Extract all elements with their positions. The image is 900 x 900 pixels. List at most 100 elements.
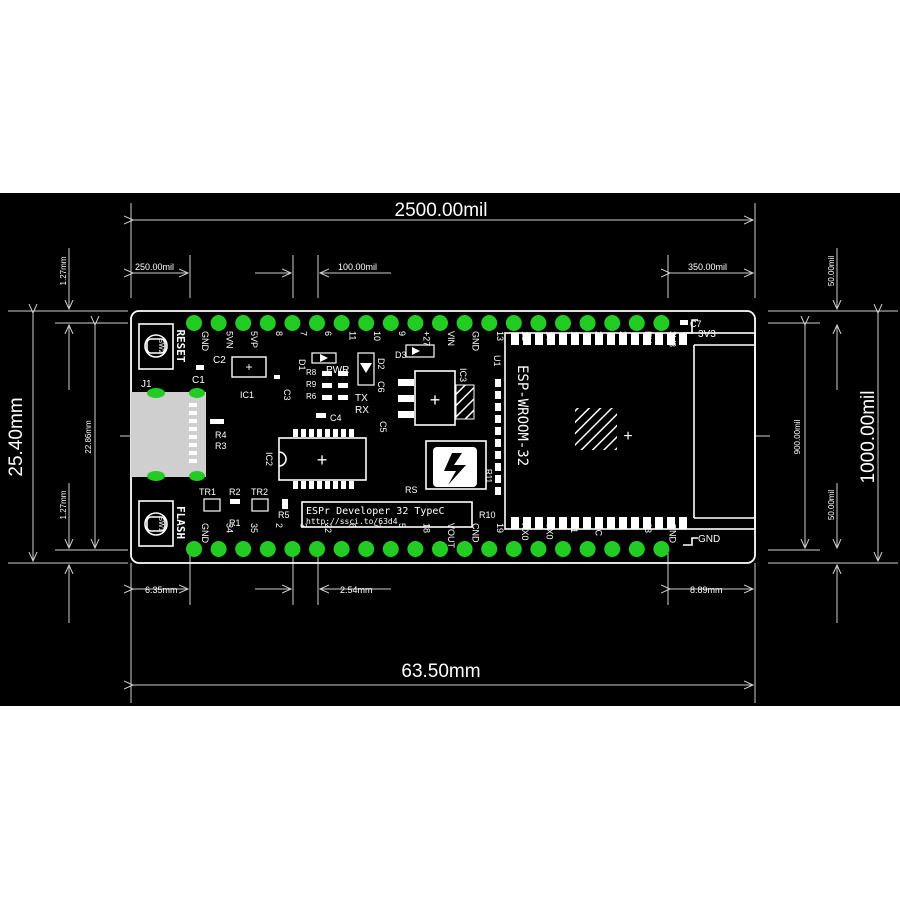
bottom-pin-label: 19 (495, 523, 505, 533)
left-components: C1 C2 + IC1 C3 D1 R8 R9 R6 PWR C4 TX RX … (192, 344, 435, 528)
r4-label: R4 (215, 430, 227, 440)
bottom-pin-label: 23 (643, 523, 653, 533)
width-mm-label: 63.50mm (401, 661, 480, 682)
top-pin-pad (555, 315, 571, 331)
row-spacing-mm-label: 22.86mm (84, 420, 93, 454)
bottom-pin-pad (358, 541, 375, 557)
pitch-mm-label: 2.54mm (340, 585, 373, 595)
left-margin-mil-label: 250.00mil (135, 262, 174, 272)
top-pin-label: 9 (397, 331, 407, 336)
top-pin-pad (333, 315, 350, 331)
bottom-pin-pad (284, 541, 301, 557)
top-pin-pad (235, 315, 252, 331)
top-pin-pad (382, 315, 399, 331)
board-title: ESPr Developer 32 TypeC (306, 506, 444, 517)
bottom-pin-label: RX0 (520, 523, 530, 541)
c2-label: C2 (213, 355, 226, 366)
top-pin-label: 25 (618, 331, 628, 341)
top-pin-label: 6 (323, 331, 333, 336)
reset-button-footprint: SW2 RESET (138, 323, 187, 370)
bottom-pin-label: 6 (348, 523, 358, 528)
top-pin-pad (358, 315, 375, 331)
usb-c-connector: J1 (131, 379, 206, 481)
bottom-pin-label: 4 (618, 523, 628, 528)
bottom-pin-pad (456, 541, 473, 557)
top-pin-label: 11 (348, 331, 358, 340)
reset-label: RESET (174, 329, 187, 362)
d3-label: D3 (395, 350, 407, 360)
height-mil-label: 1000.00mil (858, 391, 879, 484)
tr2-label: TR2 (251, 487, 268, 497)
bottom-pin-pad (407, 541, 424, 557)
left-margin-mm-label: 6.35mm (145, 585, 178, 595)
c1-label: C1 (192, 375, 205, 386)
bottom-pin-label: 21 (569, 523, 579, 533)
bottom-pin-label: 22 (323, 523, 333, 533)
top-pin-pad (432, 315, 448, 331)
pitch-mil-label: 100.00mil (338, 262, 377, 272)
j1-label: J1 (141, 379, 152, 390)
u1-label: U1 (492, 355, 502, 367)
top-pin-pad (186, 315, 202, 331)
sw1-label: SW1 (157, 516, 164, 531)
bottom-pin-label: GND (667, 523, 677, 544)
flash-button-footprint: SW1 FLASH (138, 500, 187, 547)
top-pin-pad (653, 315, 670, 331)
bottom-pin-label: TX0 (544, 523, 554, 540)
top-pin-label: 15 (569, 331, 579, 341)
top-pin-label: 14 (544, 331, 554, 341)
bottom-pin-pad (505, 541, 522, 557)
top-pin-pad (530, 315, 547, 331)
top-pin-pad (456, 315, 473, 331)
top-pin-label: GND (471, 331, 481, 352)
bottom-offset-mil-label: 50.00mil (827, 490, 836, 520)
ic2-label: IC2 (264, 452, 274, 466)
top-pin-label: 26 (594, 331, 604, 341)
bottom-pin-pad (481, 541, 498, 557)
r6-label: R6 (306, 392, 317, 401)
bottom-pin-label: CND (471, 523, 481, 543)
bottom-pin-pad (382, 541, 399, 557)
ic1-label: IC1 (240, 390, 254, 400)
bottom-pin-pad (432, 541, 448, 557)
top-pin-label: 13 (495, 331, 505, 341)
bottom-pin-pad (333, 541, 350, 557)
r5-label: R5 (278, 510, 290, 520)
bottom-pin-label: 5 (397, 523, 407, 528)
top-pin-label: 7 (298, 331, 308, 336)
bottom-pin-pad (579, 541, 596, 557)
bottom-pin-pad (309, 541, 325, 557)
board-url: http://ssci.to/63d4 (306, 517, 398, 526)
top-pin-pad (309, 315, 325, 331)
bottom-pin-label: 18 (421, 523, 431, 533)
svg-text:+: + (623, 428, 632, 445)
top-pin-label: 5VP (249, 331, 259, 348)
top-pin-pad (628, 315, 645, 331)
top-pin-label: EN (643, 331, 653, 344)
pcb-svg: 2500.00mil 63.50mm 250.00mil 100.00mil 3… (6, 200, 898, 703)
bottom-pin-label: 3 (298, 523, 308, 528)
c4-label: C4 (330, 413, 342, 423)
top-pin-pad (505, 315, 522, 331)
top-offset-mm-label: 1.27mm (59, 256, 68, 285)
power-label: 3V3 (698, 329, 716, 340)
bottom-pin-label: VOUT (446, 523, 456, 549)
svg-text:+: + (317, 450, 328, 470)
r3-label: R3 (215, 441, 227, 451)
r1-label: R1 (229, 518, 241, 528)
height-mm-label: 25.40mm (6, 397, 27, 476)
d1-label: D1 (297, 359, 307, 371)
top-pin-label: 5VN (225, 331, 235, 349)
top-pin-label: 10 (372, 331, 382, 341)
esp-wroom-32-module: + ESP-WROOM-32 U1 C7 (492, 319, 756, 530)
svg-text:+: + (245, 360, 252, 374)
tx-label: TX (355, 393, 368, 404)
top-pin-label: 12 (520, 331, 530, 341)
rx-label: RX (355, 405, 369, 416)
top-pin-label: VIN (446, 331, 456, 346)
top-pin-pad (284, 315, 301, 331)
top-pin-pad (579, 315, 596, 331)
top-pin-pad (210, 315, 227, 331)
ic3-regulator: + IC3 (398, 368, 475, 426)
bottom-pin-pad (235, 541, 252, 557)
